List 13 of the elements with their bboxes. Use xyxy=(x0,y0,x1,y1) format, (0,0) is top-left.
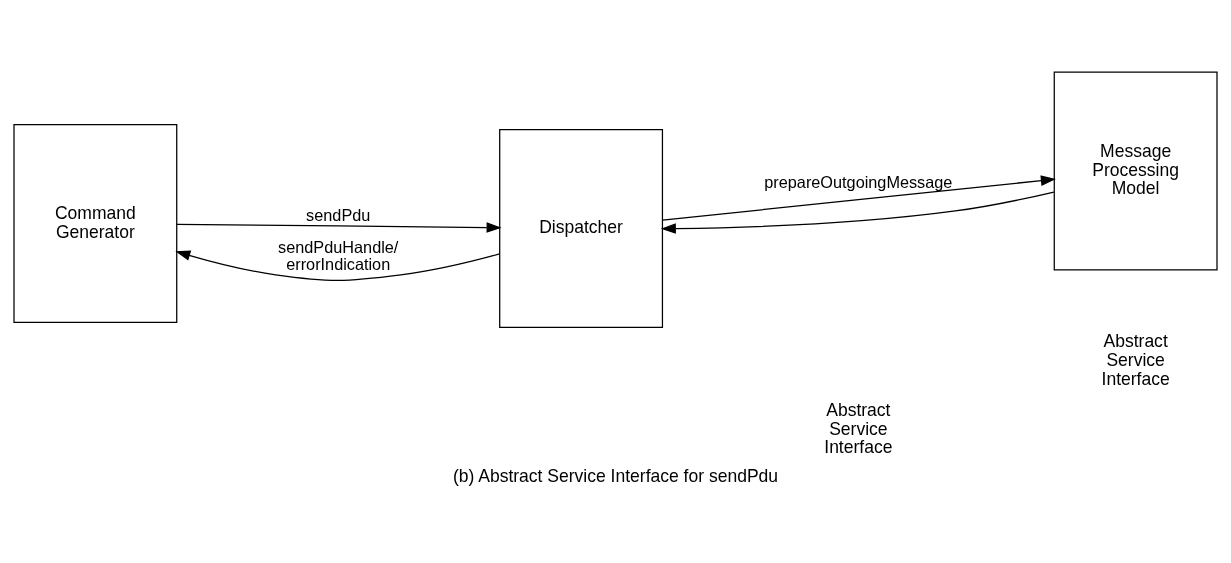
arrow xyxy=(662,174,1056,221)
caption: (b) Abstract Service Interface for sendPdu xyxy=(452,465,779,486)
edge-label: sendPdu xyxy=(306,205,371,224)
node-box: Command Generator xyxy=(13,123,178,323)
arrow xyxy=(176,221,502,233)
node-box: Message Processing Model xyxy=(1053,70,1218,270)
arrow xyxy=(660,190,1055,234)
label: Abstract Service Interface xyxy=(1101,330,1170,389)
arrow xyxy=(175,249,501,281)
label: Abstract Service Interface xyxy=(824,399,893,457)
node-box: Dispatcher xyxy=(499,128,664,328)
edge-label: prepareOutgoingMessage xyxy=(764,172,953,191)
edge-label: sendPduHandle/ errorIndication xyxy=(278,237,399,273)
